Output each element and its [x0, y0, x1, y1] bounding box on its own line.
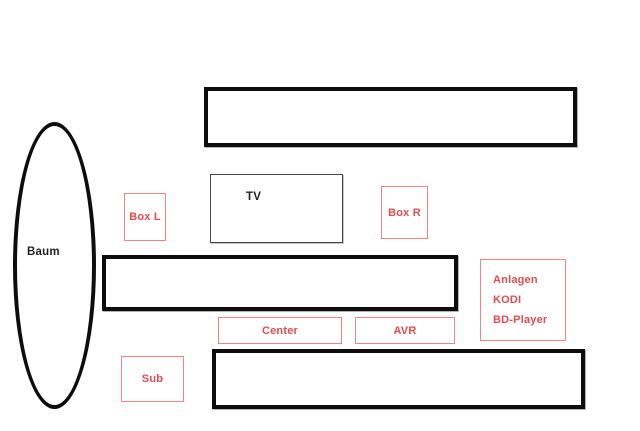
avr-box-shape: AVR — [355, 317, 455, 344]
anlagen-box-shape: Anlagen KODI BD-Player — [480, 259, 566, 341]
sub-box-shape: Sub — [121, 356, 184, 402]
center-label: Center — [261, 324, 299, 337]
avr-label: AVR — [393, 324, 417, 337]
anlagen-line-3: BD-Player — [493, 314, 548, 326]
box-l-label: Box L — [129, 211, 161, 223]
anlagen-line-1: Anlagen — [493, 274, 538, 286]
sub-label: Sub — [141, 373, 164, 385]
baum-ellipse-shape — [13, 122, 96, 409]
box-l-shape: Box L — [124, 193, 166, 241]
baum-label: Baum — [27, 246, 60, 258]
tv-label: TV — [246, 191, 262, 203]
center-box-shape: Center — [218, 317, 342, 344]
anlagen-line-2: KODI — [493, 294, 522, 306]
tv-box-shape: TV — [210, 174, 343, 243]
bottom-board-shape — [212, 349, 585, 409]
box-r-label: Box R — [388, 206, 421, 219]
mid-board-shape — [102, 255, 458, 311]
top-board-shape — [204, 87, 577, 147]
box-r-shape: Box R — [381, 186, 428, 239]
